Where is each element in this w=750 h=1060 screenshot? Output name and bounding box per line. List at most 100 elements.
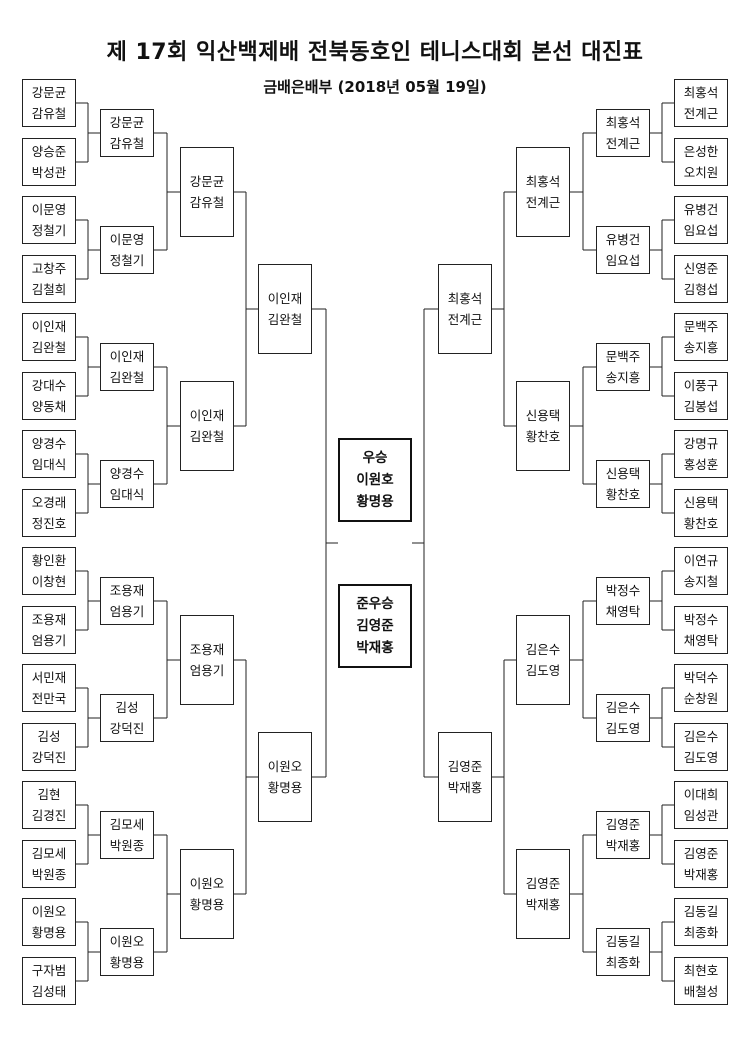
player-name: 김경진 <box>31 808 67 823</box>
player-name: 강문균 <box>189 174 225 189</box>
player-name: 채영탁 <box>605 604 641 619</box>
player-name: 최홍석 <box>447 291 483 306</box>
player-name: 임요섭 <box>683 223 719 238</box>
player-name: 문백주 <box>605 349 641 364</box>
player-name: 오경래 <box>31 495 67 510</box>
player-name: 김은수 <box>605 700 641 715</box>
player-name: 전계근 <box>605 136 641 151</box>
player-name: 신영준 <box>683 261 719 276</box>
champion-player-2: 황명용 <box>356 494 394 510</box>
player-name: 전만국 <box>31 691 67 706</box>
runner-up-player-1: 김영준 <box>356 618 394 634</box>
player-name: 송지흥 <box>605 370 641 385</box>
player-name: 강덕진 <box>109 721 145 736</box>
player-name: 김모세 <box>31 846 67 861</box>
player-name: 임요섭 <box>605 253 641 268</box>
player-name: 최홍석 <box>683 85 719 100</box>
player-name: 이원오 <box>109 934 145 949</box>
player-name: 신용택 <box>525 408 561 423</box>
player-name: 조용재 <box>189 642 225 657</box>
player-name: 정진호 <box>31 516 67 531</box>
player-name: 감유철 <box>31 106 67 121</box>
player-name: 신용택 <box>605 466 641 481</box>
player-name: 고창주 <box>31 261 67 276</box>
player-name: 김은수 <box>683 729 719 744</box>
player-name: 김봉섭 <box>683 399 719 414</box>
player-name: 박정수 <box>605 583 641 598</box>
player-name: 임성관 <box>683 808 719 823</box>
player-name: 신용택 <box>683 495 719 510</box>
player-name: 강대수 <box>31 378 67 393</box>
player-name: 강문균 <box>109 115 145 130</box>
player-name: 송지흥 <box>683 340 719 355</box>
champion-box: 우승 이원호 황명용 <box>338 438 412 522</box>
player-name: 김완철 <box>31 340 67 355</box>
player-name: 이인재 <box>189 408 225 423</box>
player-name: 최홍석 <box>525 174 561 189</box>
player-name: 엄용기 <box>109 604 145 619</box>
player-name: 조용재 <box>109 583 145 598</box>
player-name: 이원오 <box>267 759 303 774</box>
player-name: 이원오 <box>31 904 67 919</box>
player-name: 박원종 <box>109 838 145 853</box>
player-name: 홍성훈 <box>683 457 719 472</box>
player-name: 양승준 <box>31 144 67 159</box>
player-name: 김도영 <box>605 721 641 736</box>
player-name: 김영준 <box>605 817 641 832</box>
player-name: 서민재 <box>31 670 67 685</box>
player-name: 황인환 <box>31 553 67 568</box>
player-name: 김형섭 <box>683 282 719 297</box>
player-name: 이인재 <box>267 291 303 306</box>
player-name: 양경수 <box>31 436 67 451</box>
player-name: 엄용기 <box>31 633 67 648</box>
player-name: 김성태 <box>31 984 67 999</box>
player-name: 전계근 <box>683 106 719 121</box>
runner-up-label: 준우승 <box>356 596 394 612</box>
player-name: 이문영 <box>31 202 67 217</box>
player-name: 채영탁 <box>683 633 719 648</box>
player-name: 이인재 <box>31 319 67 334</box>
player-name: 황명용 <box>109 955 145 970</box>
player-name: 유병건 <box>605 232 641 247</box>
page-title: 제 17회 익산백제배 전북동호인 테니스대회 본선 대진표 <box>106 40 644 65</box>
player-name: 박재홍 <box>605 838 641 853</box>
player-name: 최종화 <box>683 925 719 940</box>
